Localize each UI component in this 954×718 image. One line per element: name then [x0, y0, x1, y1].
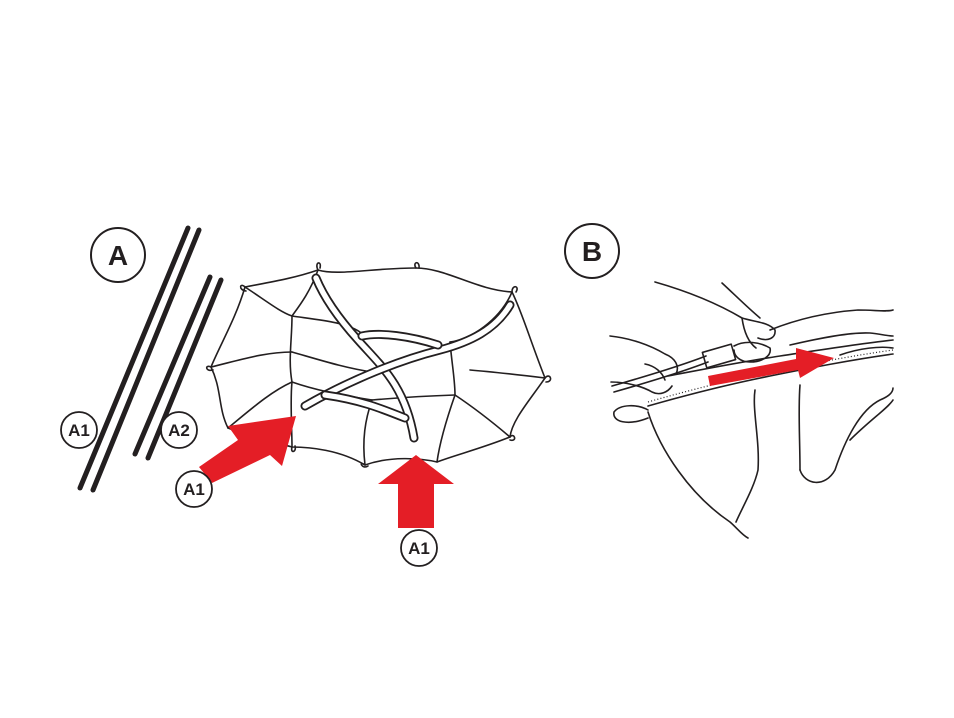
panel-b: B — [565, 224, 893, 538]
pole-a1-label: A1 — [68, 421, 90, 440]
red-arrow-b-icon — [708, 348, 834, 386]
pole-a2-label: A2 — [168, 421, 190, 440]
red-arrow-left-icon — [199, 416, 296, 483]
arrow-bottom-label: A1 — [408, 539, 430, 558]
panel-a-letter: A — [108, 240, 128, 271]
red-arrow-bottom-icon — [378, 455, 454, 528]
panel-a-badge: A — [91, 228, 145, 282]
arrow-bottom-callout: A1 — [401, 530, 437, 566]
panel-b-badge: B — [565, 224, 619, 278]
panel-b-letter: B — [582, 236, 602, 267]
pole-a2-callout: A2 — [161, 412, 197, 448]
panel-a: A A1 A2 — [61, 228, 551, 566]
arrow-left-label: A1 — [183, 480, 205, 499]
pole-a1-callout: A1 — [61, 412, 97, 448]
hands-sleeve-icon — [610, 282, 893, 538]
arrow-left-callout: A1 — [176, 471, 212, 507]
